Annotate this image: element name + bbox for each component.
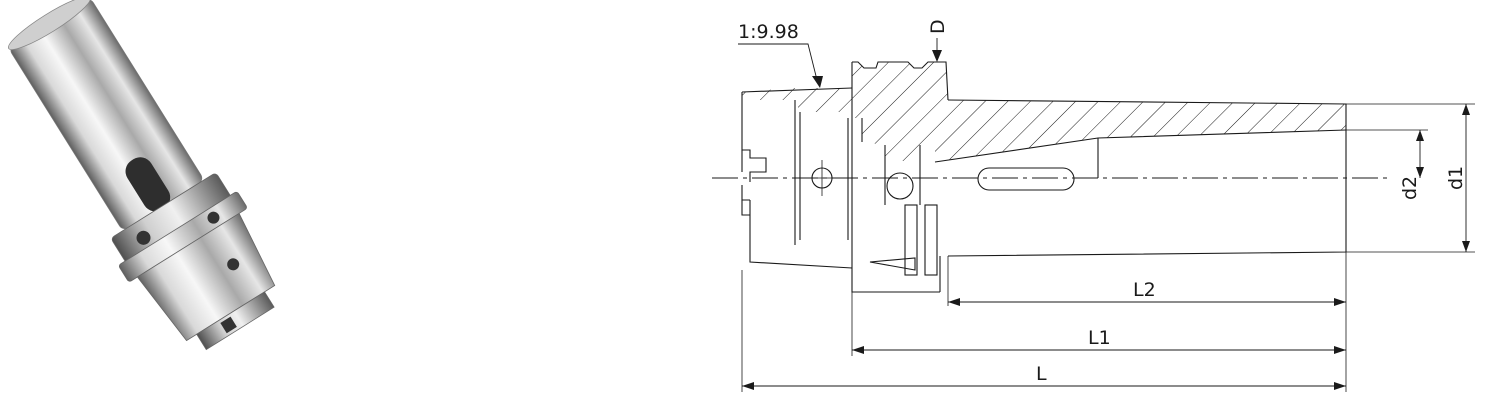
L-label: L [1036,363,1047,385]
cross-hole-symbol [805,160,840,196]
length-dimensions: L2 L1 L [741,252,1347,392]
L1-label: L1 [1088,327,1111,349]
taper-ratio-label: 1:9.98 [738,21,799,43]
L2-label: L2 [1133,279,1156,301]
section-hatch-upper [742,62,1346,162]
drive-slot [977,167,1075,191]
D-callout: D [927,19,949,62]
d2-label: d2 [1399,176,1421,200]
technical-drawing: 1:9.98 D d1 d2 [712,19,1475,392]
D-label: D [927,19,949,34]
lower-details [869,145,938,276]
taper-callout: 1:9.98 [738,21,823,88]
tool-holder-photo [8,0,276,351]
diameter-dimensions: d1 d2 [1346,103,1475,253]
d1-label: d1 [1445,166,1467,190]
